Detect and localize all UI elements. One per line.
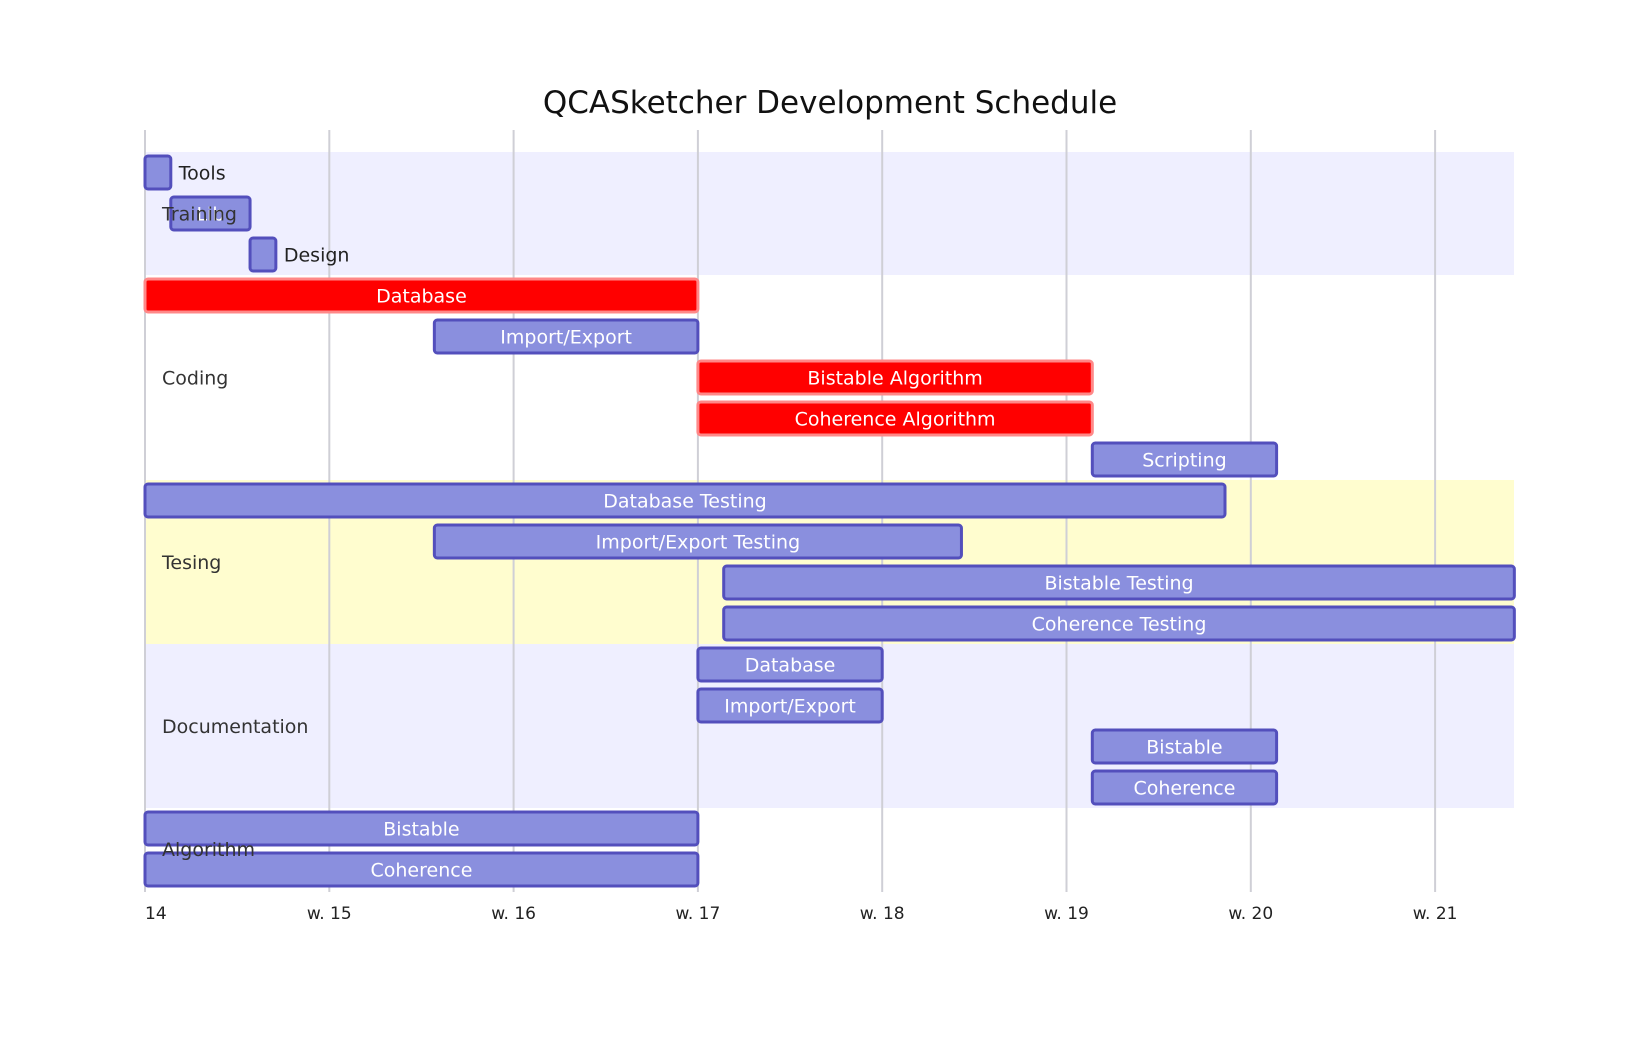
task-bars: ToolsLibDesignDatabaseImport/ExportBista…	[143, 154, 1516, 888]
section-label: Algorithm	[162, 839, 255, 861]
task-bar	[696, 400, 1094, 437]
task-label: Coherence	[371, 860, 473, 882]
task-bar	[143, 154, 173, 191]
section-label: Training	[161, 204, 237, 226]
section-bands	[145, 152, 1514, 890]
task-label: Bistable Testing	[1044, 573, 1193, 595]
x-tick-label: w. 19	[1044, 904, 1089, 924]
task-bar	[143, 482, 1227, 519]
task-label: Database	[376, 286, 467, 308]
task-bar	[696, 646, 884, 683]
task-bar	[1090, 728, 1279, 765]
task-label: Coherence Testing	[1032, 614, 1207, 636]
task-bar	[696, 359, 1094, 396]
x-axis: 14 w. 15 w. 16 w. 17 w. 18 w. 19 w. 20 w. 21	[145, 904, 1457, 924]
chart-title: QCASketcher Development Schedule	[543, 85, 1117, 121]
task-label: Coherence	[1134, 778, 1236, 800]
task-label: Coherence Algorithm	[795, 409, 996, 431]
task-label: Bistable	[1146, 737, 1222, 759]
task-label: Bistable Algorithm	[807, 368, 982, 390]
task-label: Import/Export	[500, 327, 632, 349]
task-bar	[169, 195, 252, 232]
section-band-0	[145, 152, 1514, 275]
section-label: Documentation	[162, 716, 308, 738]
x-tick-label: w. 21	[1413, 904, 1458, 924]
section-label: Coding	[162, 368, 228, 390]
x-tick-label: w. 18	[860, 904, 905, 924]
task-bar	[248, 236, 278, 273]
task-label: Import/Export Testing	[596, 532, 801, 554]
task-label: Tools	[178, 163, 226, 185]
task-bar	[722, 605, 1516, 642]
task-label: Import/Export	[724, 696, 856, 718]
task-label: Database Testing	[603, 491, 767, 513]
task-bar	[1090, 441, 1279, 478]
task-bar	[432, 318, 700, 355]
task-label: Scripting	[1142, 450, 1227, 472]
task-label: Design	[284, 245, 350, 267]
task-bar	[432, 523, 963, 560]
x-tick-label: 14	[145, 904, 167, 924]
x-tick-label: w. 17	[676, 904, 721, 924]
task-bar	[143, 810, 700, 847]
task-bar	[722, 564, 1516, 601]
x-tick-label: w. 15	[307, 904, 352, 924]
x-tick-label: w. 20	[1228, 904, 1273, 924]
task-label: Bistable	[383, 819, 459, 841]
section-label: Tesing	[161, 552, 221, 574]
task-bar	[696, 687, 884, 724]
x-tick-label: w. 16	[491, 904, 536, 924]
section-labels: TrainingCodingTesingDocumentationAlgorit…	[161, 204, 308, 862]
task-bar	[143, 851, 700, 888]
task-label: Lib	[196, 204, 224, 226]
task-bar	[1090, 769, 1279, 806]
task-bar	[143, 277, 700, 314]
task-label: Database	[745, 655, 836, 677]
